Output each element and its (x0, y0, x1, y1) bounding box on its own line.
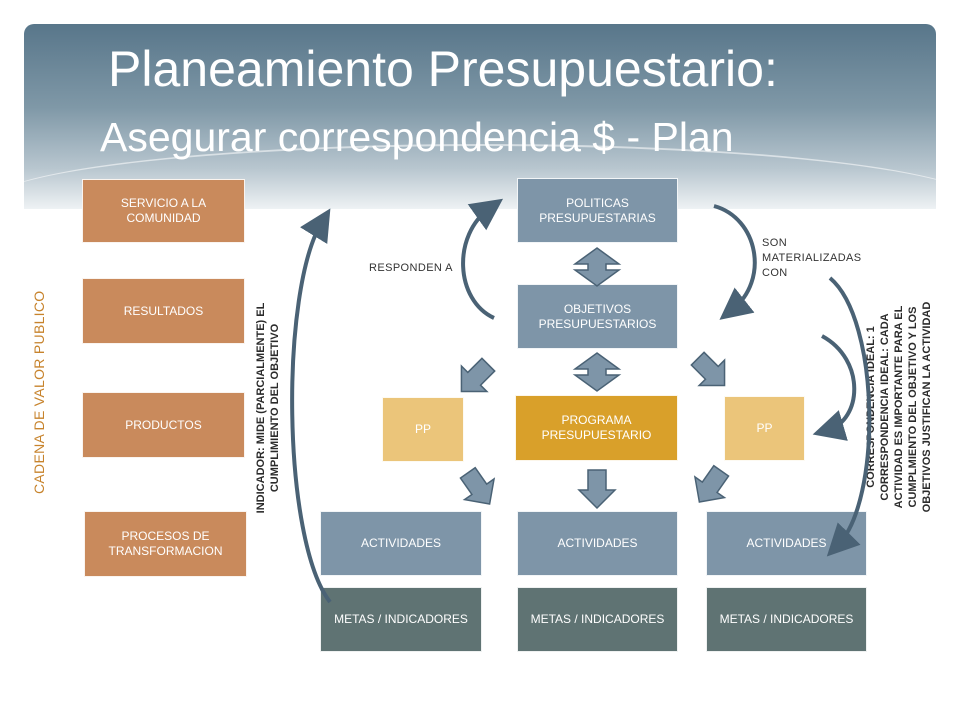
arrow-to-actividades-left-icon (459, 466, 496, 505)
curved-arrow-pp-right-icon (812, 334, 857, 441)
son-line-2: MATERIALIZADAS (762, 252, 862, 264)
metas-box-center: METAS / INDICADORES (517, 587, 678, 652)
pp-right-box: PP (724, 396, 805, 461)
double-arrow-politicas-objetivos-icon (572, 247, 622, 287)
objetivos-box: OBJETIVOS PRESUPUESTARIOS (517, 284, 678, 349)
son-materializadas-label: SON MATERIALIZADAS CON (762, 236, 862, 281)
servicio-box: SERVICIO A LA COMUNIDAD (82, 179, 245, 243)
slide-title: Planeamiento Presupuestario: (108, 41, 778, 97)
politicas-box: POLITICAS PRESUPUESTARIAS (517, 178, 678, 243)
procesos-box: PROCESOS DE TRANSFORMACION (84, 511, 247, 577)
actividades-box-center: ACTIVIDADES (517, 511, 678, 576)
title-banner (24, 24, 936, 209)
son-line-1: SON (762, 237, 788, 249)
arrow-to-actividades-center-icon (577, 469, 617, 510)
arrow-to-actividades-right-icon (693, 464, 730, 503)
resultados-box: RESULTADOS (82, 278, 245, 344)
arrow-to-pp-left-icon (460, 357, 496, 393)
pp-left-box: PP (382, 397, 464, 462)
responden-label: RESPONDEN A (369, 262, 453, 274)
curved-arrow-responden-icon (461, 198, 504, 320)
double-arrow-objetivos-programa-icon (572, 352, 622, 392)
metas-box-right: METAS / INDICADORES (706, 587, 867, 652)
metas-box-left: METAS / INDICADORES (320, 587, 482, 652)
curved-arrow-actividades-right-icon (826, 276, 872, 557)
actividades-box-left: ACTIVIDADES (320, 511, 482, 576)
slide-subtitle: Asegurar correspondencia $ - Plan (100, 114, 734, 160)
curved-arrow-materializadas-icon (713, 204, 757, 320)
arrow-to-pp-right-icon (690, 351, 726, 387)
banner-swoosh (24, 144, 936, 209)
productos-box: PRODUCTOS (82, 392, 245, 458)
curved-arrow-indicador-icon (290, 208, 332, 604)
programa-box: PROGRAMA PRESUPUESTARIO (515, 395, 678, 461)
son-line-3: CON (762, 267, 788, 279)
